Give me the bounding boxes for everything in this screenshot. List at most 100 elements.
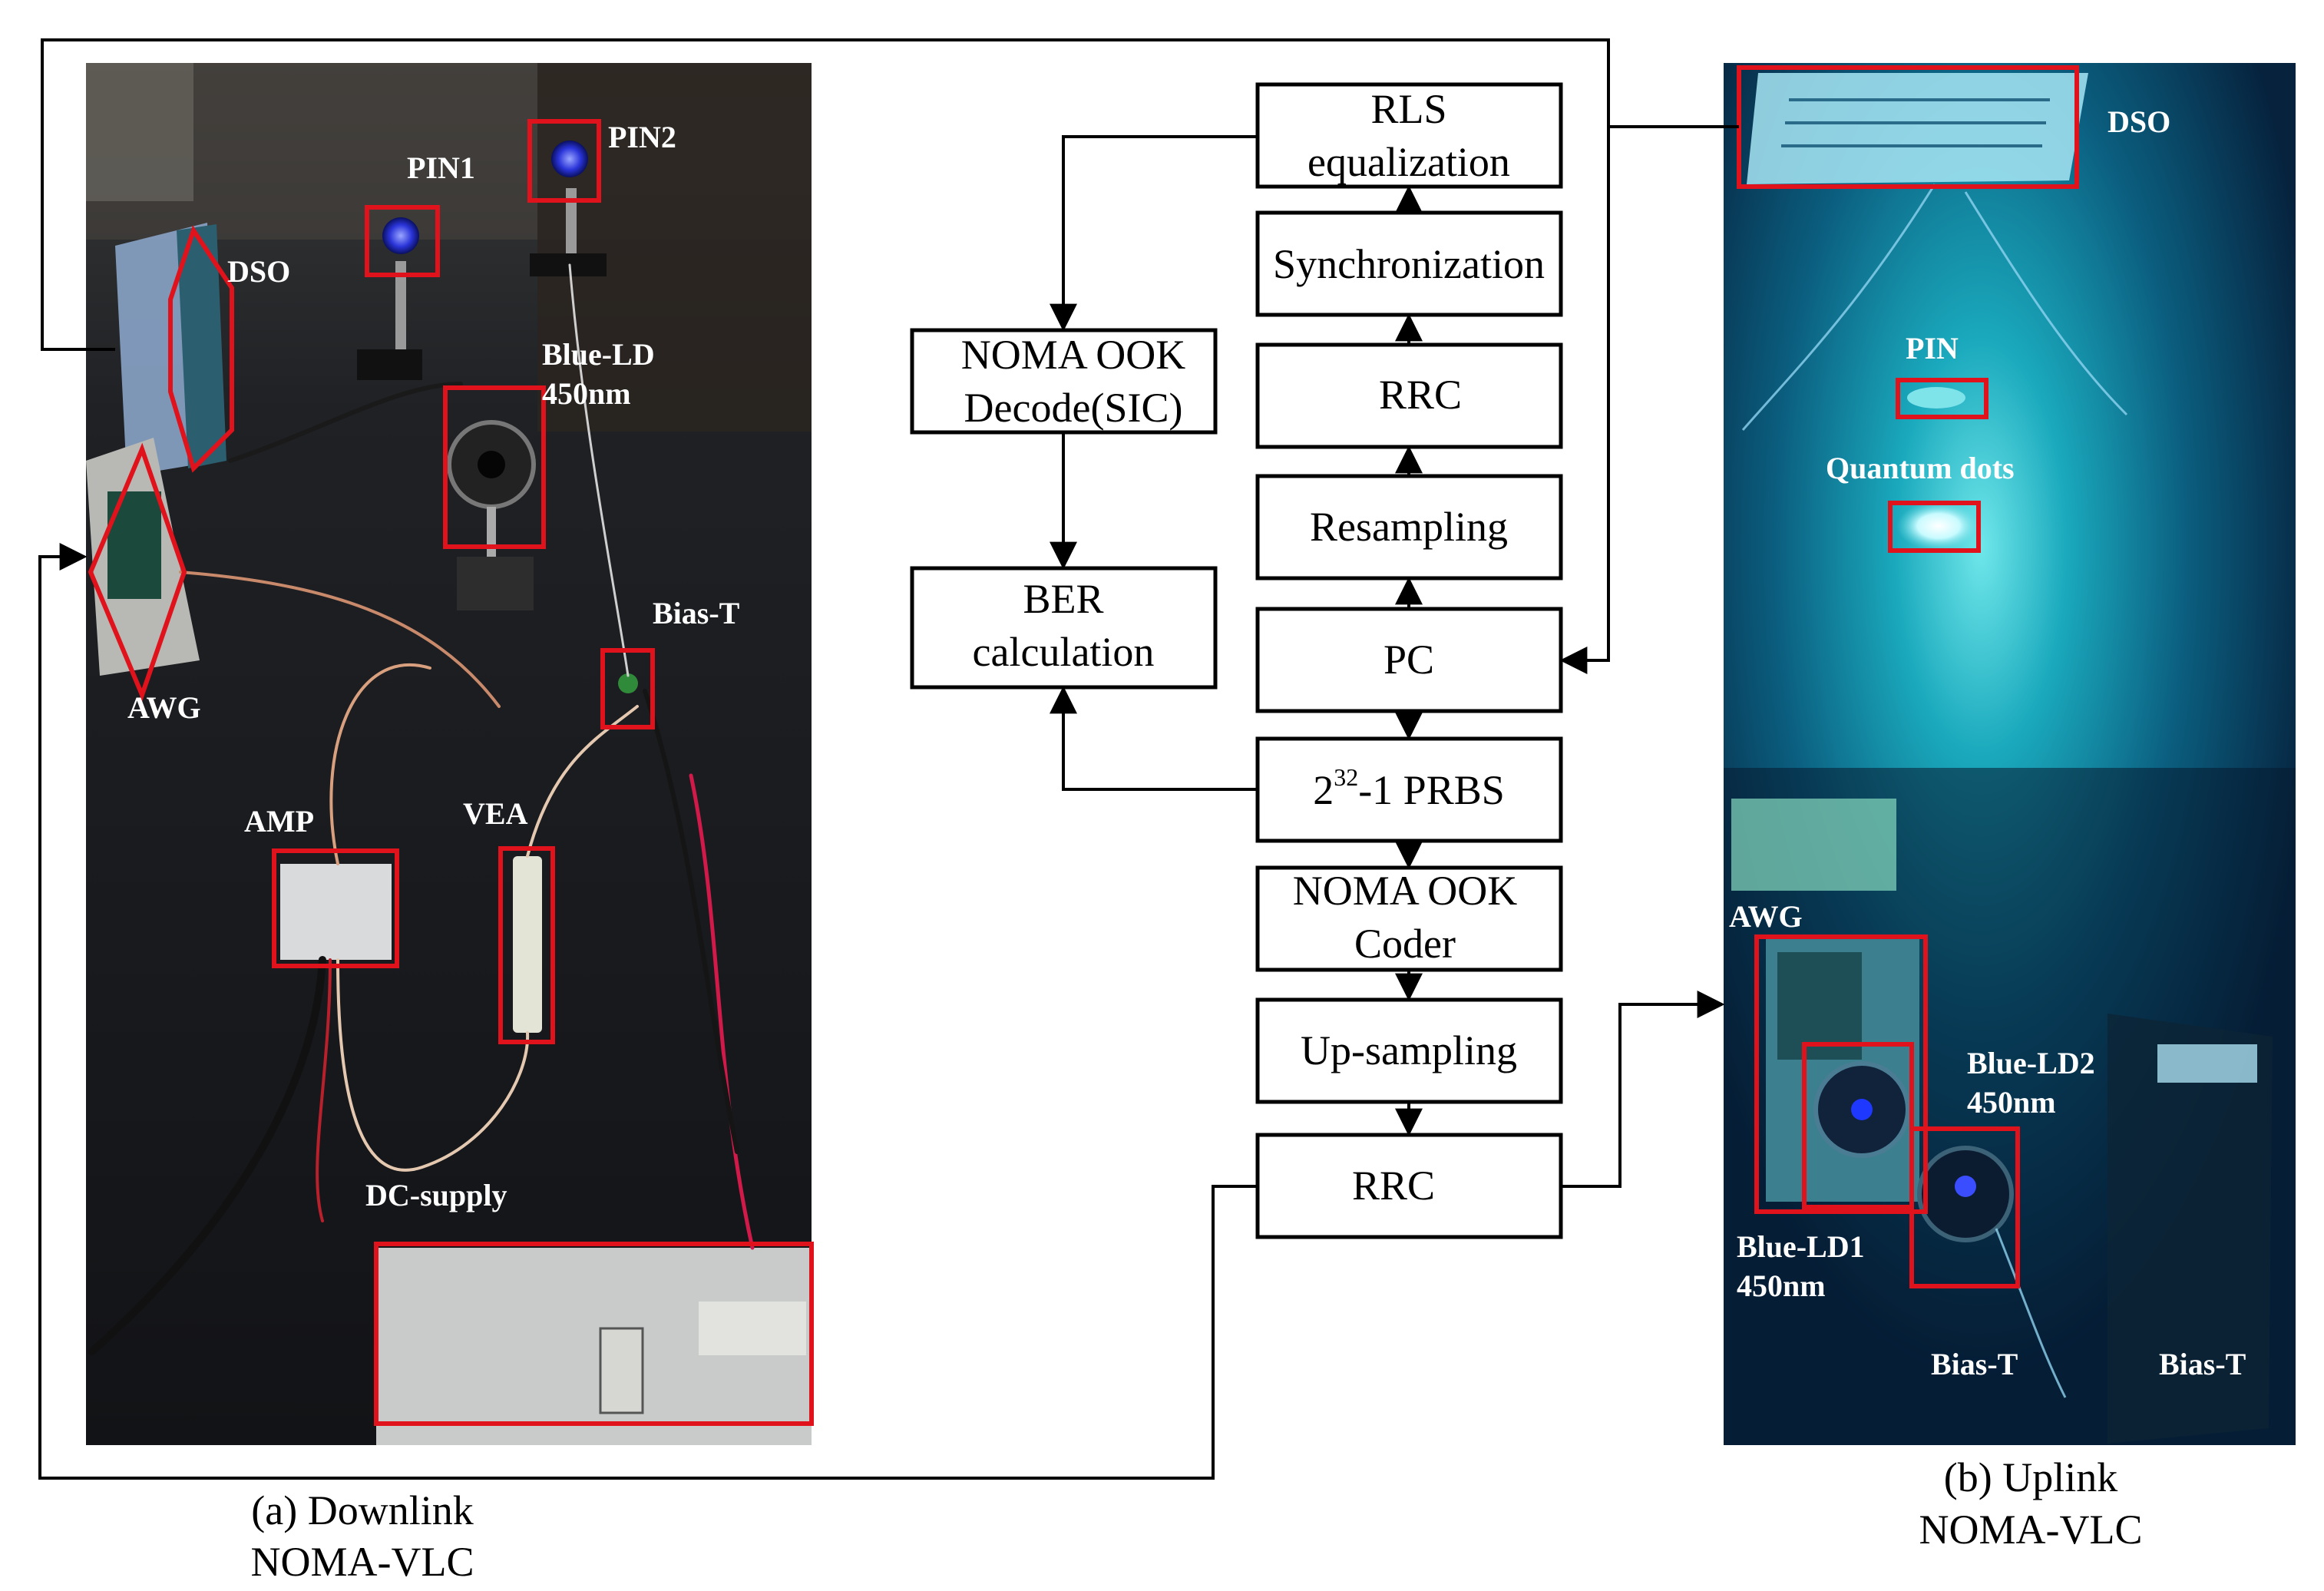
label-bias-t: Bias-T [653,596,740,630]
uplink-label-dso: DSO [2107,104,2170,139]
blue-ld1-highlight [1802,1042,1914,1209]
amp-input-cable [329,663,431,865]
label-vea: VEA [463,796,528,831]
uplink-side-panel [2107,1014,2273,1444]
upsampling-box [1255,997,1563,1104]
bias-t-black-cable [643,689,739,1154]
flowchart-boxes [910,82,1563,1239]
arrow-rls-to-decode [1050,135,1258,332]
dso-highlight [168,225,234,473]
rrc-tx-box [1255,1133,1563,1239]
dc-supply-switch [599,1327,644,1414]
label-dc-supply: DC-supply [365,1178,507,1212]
uplink-label-pin: PIN [1906,331,1959,366]
blue-ld-aperture [478,451,505,478]
pc-box [1255,607,1563,713]
amp-power-red [316,958,332,1222]
amp-power-black [88,956,326,1355]
pin1-detector [382,217,419,254]
pin2-highlight [527,119,601,203]
pin1-post [395,261,406,353]
vea-device [513,856,542,1033]
pin1-base [357,349,422,380]
bias-t-red-cable [689,773,755,1250]
bias-t-highlight [600,648,655,729]
synchronization-label: Synchronization [1273,241,1545,287]
blue-ld-stage [457,557,534,610]
quantum-dots-highlight [1888,501,1981,553]
blue-ld2-emitter [1955,1176,1976,1197]
uplink-label-quantum-dots: Quantum dots [1826,451,2015,485]
rls-equalization-box [1255,82,1563,189]
amp-vea-cable [336,958,530,1172]
downlink-cables [88,263,755,1355]
chair [86,63,193,201]
uplink-cable-1 [1741,184,1936,431]
uplink-caption-line-1: (b) Uplink [1944,1454,2117,1500]
uplink-awg-highlight [1754,934,1928,1214]
uplink-awg-screen [1777,952,1862,1060]
uplink-cables [1741,184,2128,1398]
blue-ld2-highlight [1909,1126,2020,1288]
label-pin1: PIN1 [407,150,475,185]
label-amp: AMP [244,804,314,838]
arrow-rrc-to-uplink-awg [1561,991,1725,1188]
amp-box [280,864,392,960]
rrc-rx-box [1255,342,1563,449]
vea-cable [526,705,639,858]
label-pin2: PIN2 [608,120,676,154]
captions: (a) Downlink NOMA-VLC (b) Uplink NOMA-VL… [251,1454,2143,1585]
awg-cable [179,571,501,708]
dso-cable [228,382,463,463]
rrc-rx-label: RRC [1379,372,1462,418]
uplink-power-socket [1731,799,1896,891]
prbs-exponent: 32 [1334,763,1358,791]
uplink-label-bias-t-right: Bias-T [2159,1347,2246,1381]
rrc-tx-label: RRC [1352,1163,1435,1209]
uplink-pin-detector [1907,387,1965,408]
uplink-dso-grille [1781,98,2050,147]
flowchart-arrows [38,38,1739,1480]
pc-label: PC [1383,637,1434,683]
ld-bias-cable [568,263,630,677]
prbs-label: 232-1 PRBS [1313,763,1505,813]
uplink-cable-2 [1964,191,2128,416]
awg-highlight [88,442,187,702]
pin2-detector [551,141,588,177]
dc-supply-label [699,1302,806,1355]
vea-highlight [498,846,555,1044]
uplink-label-bias-t-left: Bias-T [1931,1347,2018,1381]
prbs-base: 2 [1313,767,1334,813]
blue-ld-highlight [443,385,546,549]
pin2-base [530,253,607,276]
label-dso: DSO [227,254,290,289]
uplink-highlights [1737,65,2079,1288]
upsampling-label: Up-sampling [1301,1027,1517,1073]
dso-screen [177,224,226,468]
arrow-rrc-to-downlink-awg [38,543,1258,1480]
uplink-pin-highlight [1896,378,1988,419]
downlink-caption-line-2: NOMA-VLC [251,1539,474,1585]
blue-ld1-emitter [1851,1099,1873,1120]
label-awg: AWG [127,690,201,725]
uplink-cable-3 [1995,1228,2067,1398]
downlink-highlights [88,119,814,1426]
arrow-downlink-dso-to-pc [41,38,1610,674]
downlink-caption-line-1: (a) Downlink [251,1487,473,1533]
uplink-side-fixture [2157,1044,2257,1083]
pin2-post [566,188,577,265]
arrow-prbs-to-ber [1050,686,1258,791]
resampling-label: Resampling [1310,504,1508,550]
pin1-highlight [365,205,440,277]
uplink-dso-instrument [1747,73,2088,184]
quantum-dots-sample [1896,501,1981,551]
uplink-caption-line-2: NOMA-VLC [1919,1507,2143,1553]
